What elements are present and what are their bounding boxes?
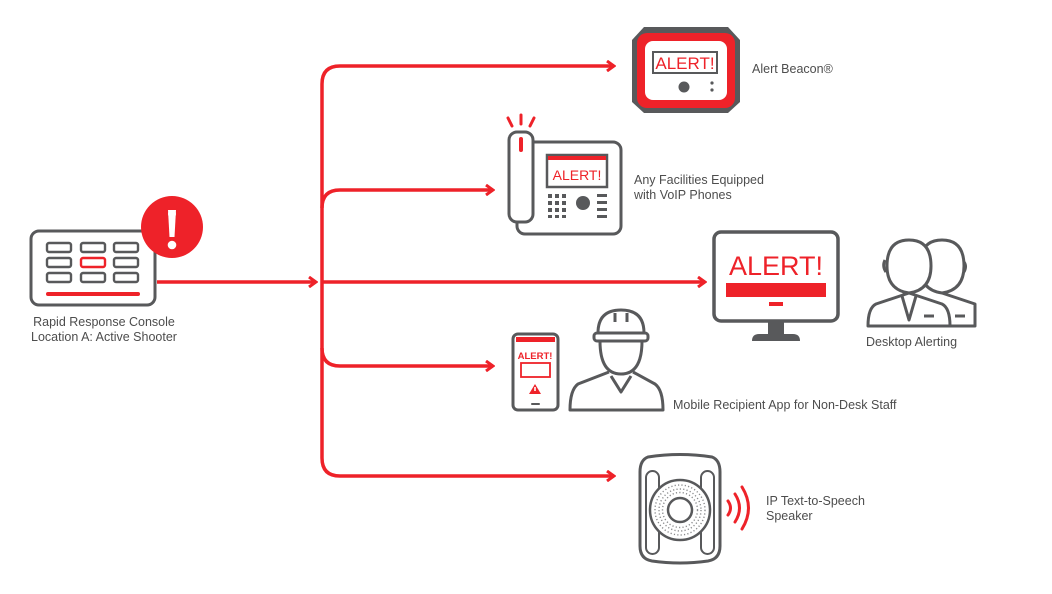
alert-beacon-icon: ALERT! — [632, 27, 740, 113]
phone-screen-text: ALERT! — [553, 167, 602, 183]
ip-speaker-label: IP Text-to-Speech Speaker — [766, 494, 865, 524]
console-active-button — [79, 256, 107, 269]
worker-icon — [568, 308, 665, 412]
alert-beacon-label: Alert Beacon® — [752, 62, 833, 77]
connector-to-mobile-app — [320, 347, 493, 366]
ip-speaker-label-line2: Speaker — [766, 509, 813, 523]
desktop-monitor-icon: ALERT! — [712, 230, 840, 341]
mobile-app-label: Mobile Recipient App for Non-Desk Staff — [673, 398, 897, 413]
users-icon — [866, 238, 977, 328]
mobile-phone-icon: ALERT! — [511, 332, 560, 412]
source-label: Rapid Response Console Location A: Activ… — [12, 315, 196, 345]
desktop-alerting-label: Desktop Alerting — [866, 335, 957, 350]
desktop-screen-text: ALERT! — [729, 251, 823, 281]
voip-phone-icon: ALERT! — [506, 113, 623, 236]
connector-to-speaker — [320, 457, 614, 476]
exclamation-icon — [141, 196, 203, 258]
sound-waves-icon — [726, 485, 750, 531]
source-label-line2: Location A: Active Shooter — [31, 330, 177, 344]
speaker-icon — [638, 453, 722, 565]
alert-beacon-label-line1: Alert Beacon® — [752, 62, 833, 76]
beacon-screen-text: ALERT! — [655, 54, 714, 73]
connector-to-voip-phones — [320, 190, 493, 209]
mobile-app-label-line1: Mobile Recipient App for Non-Desk Staff — [673, 398, 897, 412]
source-label-line1: Rapid Response Console — [33, 315, 175, 329]
connectors — [157, 66, 705, 476]
connector-to-alert-beacon — [320, 66, 614, 85]
desktop-alerting-label-line1: Desktop Alerting — [866, 335, 958, 349]
mobile-screen-text: ALERT! — [518, 351, 553, 362]
voip-phones-label-line1: Any Facilities Equipped — [634, 173, 764, 187]
console-icon — [29, 229, 157, 307]
voip-phones-label-line2: with VoIP Phones — [634, 188, 732, 202]
voip-phones-label: Any Facilities Equipped with VoIP Phones — [634, 173, 764, 203]
ip-speaker-label-line1: IP Text-to-Speech — [766, 494, 865, 508]
